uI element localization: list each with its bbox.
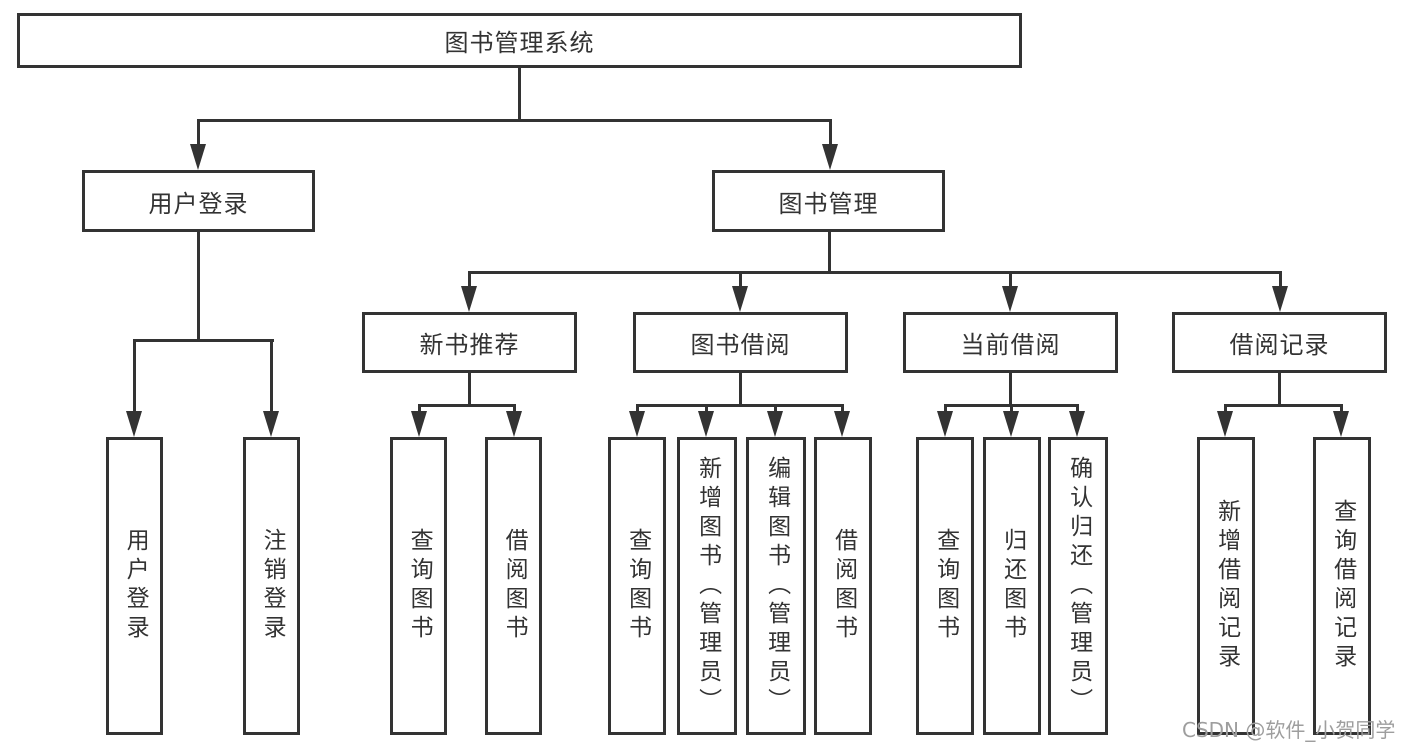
connector-drop-cb-confirm xyxy=(1076,404,1079,416)
leaf-logout: 注销登录 xyxy=(243,437,300,735)
arrow-to-cb-return xyxy=(1003,411,1019,437)
arrow-to-leaf-logout xyxy=(263,411,279,437)
arrow-to-bb-borrow xyxy=(834,411,850,437)
node-borrow-records-label: 借阅记录 xyxy=(1229,331,1330,359)
leaf-bb-add-books-admin-label: 新增图书（管理员） xyxy=(694,455,721,717)
connector-bookborrow-down xyxy=(739,372,742,407)
arrow-to-book-mgmt xyxy=(822,144,838,170)
leaf-bb-query-books-label: 查询图书 xyxy=(624,528,651,644)
leaf-br-query-record-label: 查询借阅记录 xyxy=(1329,499,1356,673)
connector-borrowrecords-split xyxy=(1224,404,1342,407)
connector-drop-bb-borrow xyxy=(841,404,844,416)
arrow-to-bb-query xyxy=(629,411,645,437)
arrow-to-bb-add xyxy=(698,411,714,437)
leaf-bb-edit-books-admin-label: 编辑图书（管理员） xyxy=(763,455,790,717)
leaf-nb-query-books: 查询图书 xyxy=(390,437,447,735)
connector-newbook-down xyxy=(468,372,471,407)
node-new-book-rec: 新书推荐 xyxy=(362,312,577,373)
node-book-mgmt-label: 图书管理 xyxy=(778,189,879,218)
connector-userlogin-down xyxy=(197,232,200,342)
leaf-br-add-record-label: 新增借阅记录 xyxy=(1213,499,1240,673)
connector-root-down xyxy=(518,67,521,121)
arrow-to-cb-confirm xyxy=(1069,411,1085,437)
leaf-cb-return-books: 归还图书 xyxy=(983,437,1041,735)
arrow-to-user-login xyxy=(190,144,206,170)
node-current-borrow-label: 当前借阅 xyxy=(960,331,1061,359)
arrow-to-book-borrow xyxy=(732,286,748,312)
connector-newbook-split xyxy=(418,404,516,407)
connector-drop-user-login xyxy=(197,119,200,149)
arrow-to-current-borrow xyxy=(1002,286,1018,312)
node-borrow-records: 借阅记录 xyxy=(1172,312,1387,373)
leaf-cb-confirm-return-admin-label: 确认归还（管理员） xyxy=(1065,455,1092,717)
leaf-cb-query-books: 查询图书 xyxy=(916,437,974,735)
connector-drop-cb-return xyxy=(1010,404,1013,416)
node-new-book-rec-label: 新书推荐 xyxy=(419,331,520,359)
connector-drop-nb-query xyxy=(418,404,421,416)
connector-drop-cb-query xyxy=(944,404,947,416)
connector-drop-new-book xyxy=(468,271,471,289)
node-user-login-label: 用户登录 xyxy=(148,189,249,218)
connector-root-split xyxy=(197,119,831,122)
node-root: 图书管理系统 xyxy=(17,13,1022,68)
connector-drop-bb-edit xyxy=(774,404,777,416)
connector-drop-book-borrow xyxy=(739,271,742,289)
connector-bookmgmt-down xyxy=(828,232,831,274)
arrow-to-cb-query xyxy=(937,411,953,437)
leaf-user-login: 用户登录 xyxy=(106,437,163,735)
connector-bookmgmt-split xyxy=(468,271,1281,274)
connector-borrowrecords-down xyxy=(1278,372,1281,407)
node-user-login: 用户登录 xyxy=(82,170,315,232)
connector-bookborrow-split xyxy=(636,404,844,407)
leaf-bb-query-books: 查询图书 xyxy=(608,437,666,735)
connector-drop-borrow-records xyxy=(1279,271,1282,289)
leaf-cb-confirm-return-admin: 确认归还（管理员） xyxy=(1048,437,1108,735)
connector-drop-br-add xyxy=(1224,404,1227,416)
node-current-borrow: 当前借阅 xyxy=(903,312,1118,373)
leaf-bb-edit-books-admin: 编辑图书（管理员） xyxy=(746,437,806,735)
arrow-to-borrow-records xyxy=(1272,286,1288,312)
node-root-label: 图书管理系统 xyxy=(444,29,595,57)
connector-drop-book-mgmt xyxy=(829,119,832,149)
leaf-br-query-record: 查询借阅记录 xyxy=(1313,437,1371,735)
connector-drop-bb-add xyxy=(705,404,708,416)
leaf-logout-label: 注销登录 xyxy=(259,528,286,644)
leaf-br-add-record: 新增借阅记录 xyxy=(1197,437,1255,735)
arrow-to-nb-query xyxy=(411,411,427,437)
leaf-bb-borrow-books: 借阅图书 xyxy=(814,437,872,735)
leaf-bb-add-books-admin: 新增图书（管理员） xyxy=(677,437,737,735)
csdn-watermark: CSDN @软件_小贺同学 xyxy=(1182,718,1396,742)
arrow-to-br-query xyxy=(1333,411,1349,437)
connector-drop-nb-borrow xyxy=(513,404,516,416)
arrow-to-br-add xyxy=(1217,411,1233,437)
connector-drop-bb-query xyxy=(636,404,639,416)
arrow-to-nb-borrow xyxy=(506,411,522,437)
leaf-nb-borrow-books-label: 借阅图书 xyxy=(501,528,528,644)
connector-drop-current-borrow xyxy=(1009,271,1012,289)
node-book-borrow-label: 图书借阅 xyxy=(690,331,791,359)
leaf-nb-query-books-label: 查询图书 xyxy=(406,528,433,644)
arrow-to-new-book xyxy=(461,286,477,312)
connector-drop-leaf-logout xyxy=(270,339,273,414)
node-book-borrow: 图书借阅 xyxy=(633,312,848,373)
leaf-nb-borrow-books: 借阅图书 xyxy=(485,437,542,735)
leaf-cb-return-books-label: 归还图书 xyxy=(999,528,1026,644)
arrow-to-bb-edit xyxy=(767,411,783,437)
arrow-to-leaf-login xyxy=(126,411,142,437)
leaf-cb-query-books-label: 查询图书 xyxy=(932,528,959,644)
leaf-user-login-label: 用户登录 xyxy=(122,528,149,644)
connector-drop-leaf-login xyxy=(133,339,136,414)
node-book-mgmt: 图书管理 xyxy=(712,170,945,232)
connector-drop-br-query xyxy=(1340,404,1343,416)
leaf-bb-borrow-books-label: 借阅图书 xyxy=(830,528,857,644)
connector-currentborrow-down xyxy=(1009,372,1012,407)
connector-userlogin-split xyxy=(133,339,274,342)
